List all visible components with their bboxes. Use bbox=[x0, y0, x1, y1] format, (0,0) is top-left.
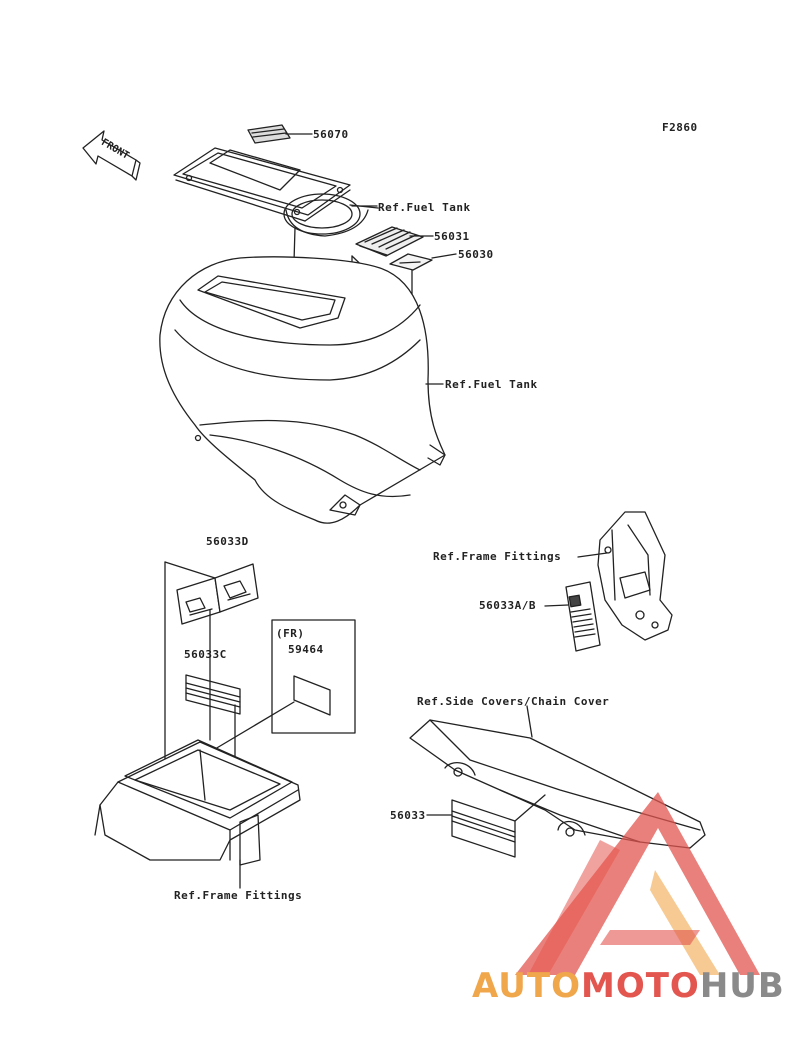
label-56033D-shape bbox=[176, 563, 259, 625]
part-56070-label: 56070 bbox=[313, 128, 349, 141]
leader-lines bbox=[239, 133, 608, 889]
label-56030-shape bbox=[389, 253, 433, 271]
frame-fittings-bottom bbox=[94, 739, 301, 866]
label-56033AB-shape bbox=[565, 581, 601, 652]
ref-side-covers-label[interactable]: Ref.Side Covers/Chain Cover bbox=[417, 695, 610, 708]
figure-code: F2860 bbox=[662, 121, 698, 134]
fr-note-label: (FR) bbox=[276, 627, 305, 640]
part-56033D-label: 56033D bbox=[206, 535, 249, 548]
fuel-tank bbox=[159, 256, 446, 524]
watermark-part-auto: AUTO bbox=[472, 966, 581, 1006]
fuel-cap-gasket bbox=[283, 193, 379, 237]
label-56031-shape bbox=[355, 226, 424, 257]
fr-59464-frame bbox=[271, 619, 356, 734]
watermark-part-moto: MOTO bbox=[580, 966, 700, 1006]
frame-fittings-right bbox=[597, 511, 673, 641]
ref-frame-fittings-right-label[interactable]: Ref.Frame Fittings bbox=[433, 550, 562, 563]
label-56070-shape bbox=[247, 124, 291, 144]
ref-frame-fittings-bottom-label[interactable]: Ref.Frame Fittings bbox=[174, 889, 303, 902]
front-arrow-icon: FRONT bbox=[82, 130, 141, 181]
ref-fuel-tank-top-label[interactable]: Ref.Fuel Tank bbox=[378, 201, 471, 214]
fuel-cap-cover bbox=[173, 147, 351, 222]
part-56031-label: 56031 bbox=[434, 230, 470, 243]
ref-fuel-tank-mid-label[interactable]: Ref.Fuel Tank bbox=[445, 378, 538, 391]
side-chain-cover bbox=[409, 719, 706, 849]
label-56033-shape bbox=[451, 794, 546, 858]
part-56033C-label: 56033C bbox=[184, 648, 227, 661]
watermark-logo-icon bbox=[515, 792, 760, 975]
part-59464-label: 59464 bbox=[288, 643, 324, 656]
part-56033-label: 56033 bbox=[390, 809, 426, 822]
part-56030-label: 56030 bbox=[458, 248, 494, 261]
watermark-wordmark: AUTOMOTOHUB bbox=[472, 966, 785, 1006]
label-56033C-shape bbox=[185, 674, 241, 715]
watermark-part-hub: HUB bbox=[699, 966, 785, 1006]
part-56033AB-label: 56033A/B bbox=[479, 599, 536, 612]
